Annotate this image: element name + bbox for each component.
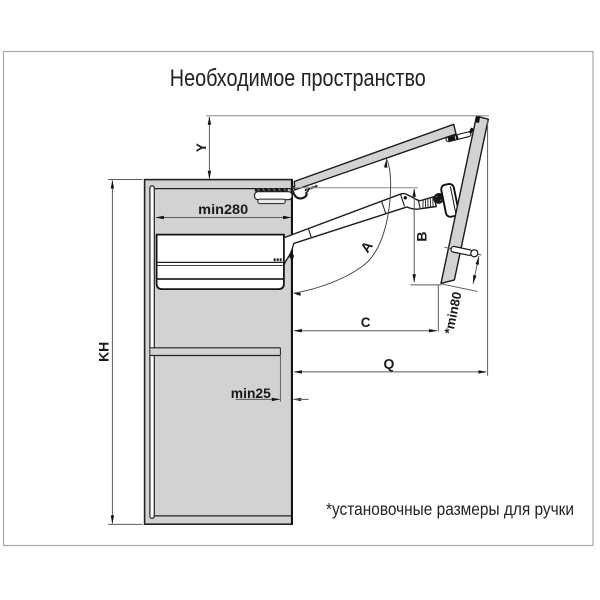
svg-text:C: C [361,315,371,330]
svg-text:Q: Q [384,356,395,372]
svg-text:KH: KH [96,342,112,362]
svg-text:Y: Y [194,143,209,152]
svg-text:*min80: *min80 [441,290,464,335]
svg-text:min280: min280 [198,202,248,217]
svg-text:min25: min25 [231,386,271,401]
svg-text:A: A [357,238,376,255]
svg-text:Необходимое пространство: Необходимое пространство [170,65,426,92]
svg-text:B: B [414,232,430,242]
svg-text:*установочные размеры для ручк: *установочные размеры для ручки [326,499,574,519]
